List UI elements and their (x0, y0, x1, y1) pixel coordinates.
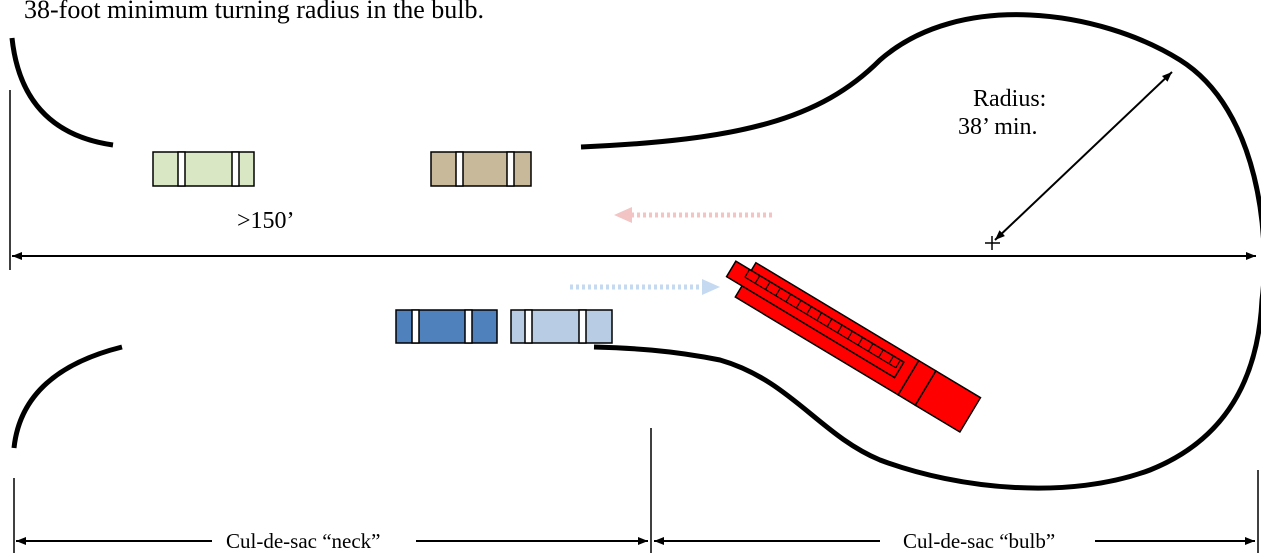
fire-truck (725, 260, 982, 434)
westbound-direction-arrow (614, 207, 772, 223)
caption-text: 38-foot minimum turning radius in the bu… (24, 0, 484, 24)
car-light-blue (510, 309, 613, 344)
ladder-rungs (744, 269, 901, 369)
bottom-left-curb (11, 344, 123, 449)
radius-indicator (985, 71, 1173, 250)
bulb-label: Cul-de-sac “bulb” (903, 529, 1055, 553)
car-blue (395, 309, 498, 344)
radius-label-line1: Radius: (973, 86, 1046, 112)
neck-label: Cul-de-sac “neck” (226, 529, 381, 553)
radius-label-line2: 38’ min. (958, 114, 1038, 140)
car-tan (430, 151, 532, 187)
eastbound-direction-arrow (570, 279, 720, 295)
curb-lines (9, 12, 1261, 491)
top-left-curb (9, 37, 114, 148)
length-label: >150’ (237, 208, 295, 234)
car-light-green (152, 151, 255, 187)
bulb-top-curb (580, 12, 1261, 491)
